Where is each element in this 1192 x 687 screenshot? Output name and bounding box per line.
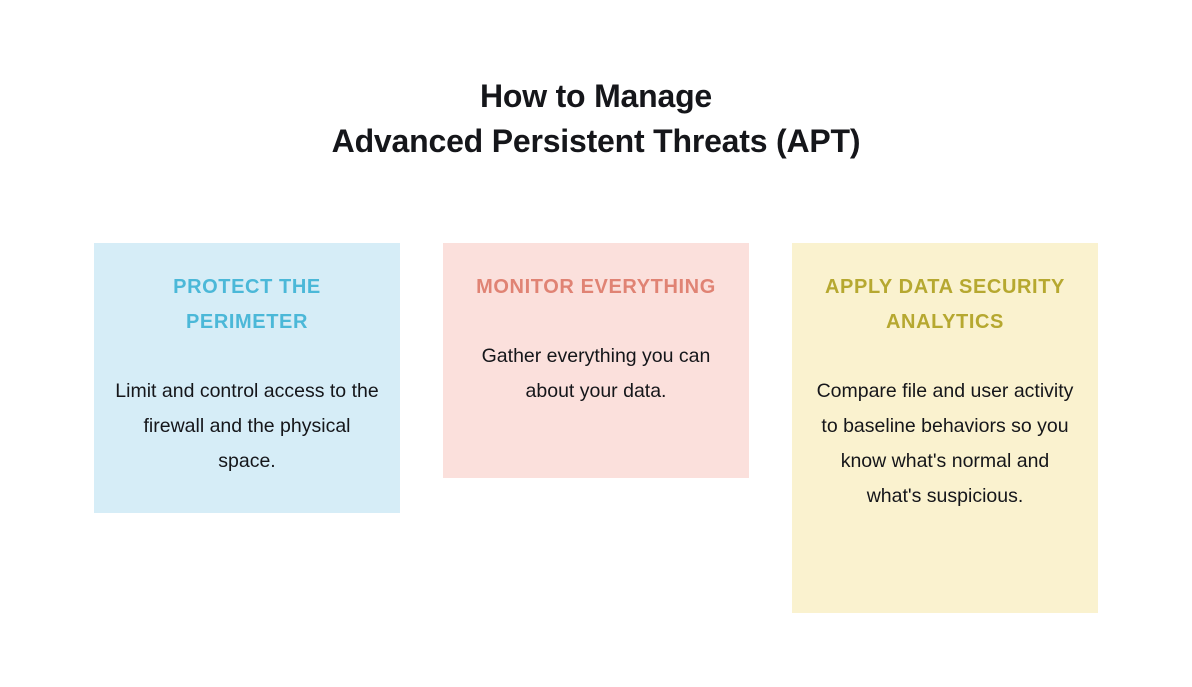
card-spacer (806, 340, 1084, 374)
card-body: Compare file and user activity to baseli… (816, 380, 1074, 507)
cards-row: PROTECT THE PERIMETER Limit and control … (94, 243, 1098, 613)
card-heading: APPLY DATA SECURITY ANALYTICS (825, 276, 1065, 333)
card-apply-data-security-analytics: APPLY DATA SECURITY ANALYTICS Compare fi… (792, 243, 1098, 613)
card-heading: PROTECT THE PERIMETER (173, 276, 321, 333)
card-body: Limit and control access to the firewall… (115, 380, 379, 472)
card-spacer (108, 340, 386, 374)
card-body: Gather everything you can about your dat… (481, 345, 711, 402)
page-title-line-2: Advanced Persistent Threats (APT) (331, 123, 861, 159)
card-monitor-everything: MONITOR EVERYTHING Gather everything you… (443, 243, 749, 478)
card-heading: MONITOR EVERYTHING (476, 276, 716, 298)
card-protect-the-perimeter: PROTECT THE PERIMETER Limit and control … (94, 243, 400, 513)
page-title: How to Manage Advanced Persistent Threat… (0, 74, 1192, 164)
card-spacer (457, 305, 735, 339)
page-title-line-1: How to Manage (479, 78, 713, 114)
